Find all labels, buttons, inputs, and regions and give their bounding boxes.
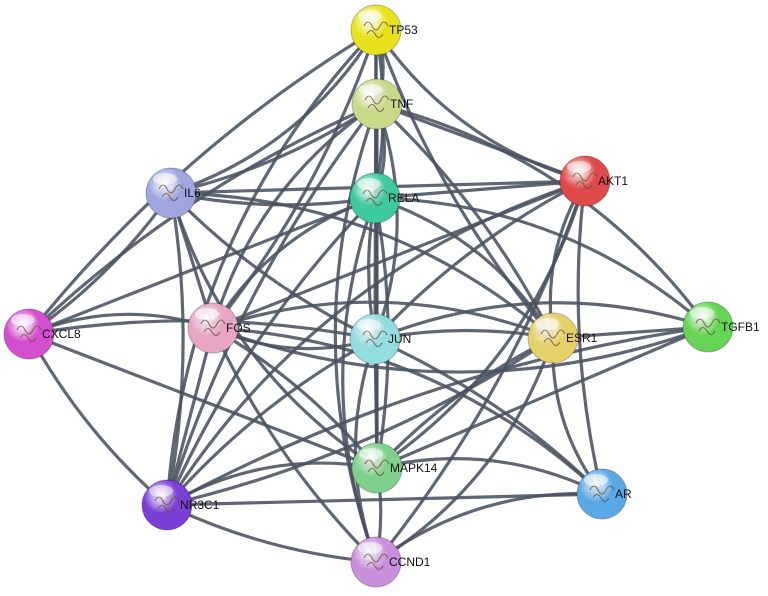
node-label: AKT1 bbox=[598, 174, 628, 188]
edge-il6-mapk14 bbox=[169, 191, 379, 470]
node-tnf[interactable]: TNF bbox=[351, 78, 413, 130]
node-highlight bbox=[535, 318, 559, 330]
node-highlight bbox=[359, 84, 383, 96]
edge-tp53-il6 bbox=[169, 28, 378, 195]
node-tgfb1[interactable]: TGFB1 bbox=[682, 301, 760, 353]
node-highlight bbox=[357, 319, 381, 331]
edge-tgfb1-mapk14 bbox=[375, 325, 710, 470]
node-highlight bbox=[11, 314, 35, 326]
node-ccnd1[interactable]: CCND1 bbox=[350, 536, 431, 588]
edge-rela-tgfb1 bbox=[373, 196, 710, 329]
node-nr3c1[interactable]: NR3C1 bbox=[141, 479, 220, 531]
edge-il6-esr1 bbox=[169, 191, 555, 340]
node-label: AR bbox=[615, 487, 632, 501]
edge-akt1-jun bbox=[373, 179, 587, 341]
edge-ar-ccnd1 bbox=[374, 491, 604, 564]
node-mapk14[interactable]: MAPK14 bbox=[351, 442, 438, 494]
node-akt1[interactable]: AKT1 bbox=[559, 155, 628, 207]
protein-structure-icon bbox=[362, 330, 388, 348]
protein-structure-icon bbox=[540, 329, 566, 347]
protein-structure-icon bbox=[589, 485, 615, 503]
protein-structure-icon bbox=[154, 496, 180, 514]
node-label: TP53 bbox=[389, 23, 418, 37]
edge-akt1-nr3c1 bbox=[165, 179, 587, 507]
node-highlight bbox=[359, 448, 383, 460]
node-label: ESR1 bbox=[566, 331, 598, 345]
node-label: TNF bbox=[390, 97, 413, 111]
edge-nr3c1-ccnd1 bbox=[165, 503, 378, 564]
node-esr1[interactable]: ESR1 bbox=[527, 312, 598, 364]
edge-fos-tgfb1 bbox=[211, 325, 710, 374]
node-label: CXCL8 bbox=[42, 327, 81, 341]
edge-tnf-nr3c1 bbox=[165, 102, 379, 507]
edge-tnf-il6 bbox=[169, 102, 379, 195]
node-highlight bbox=[357, 178, 381, 190]
edge-tp53-cxcl8 bbox=[27, 28, 378, 336]
node-highlight bbox=[195, 308, 219, 320]
edge-akt1-ccnd1 bbox=[374, 179, 587, 564]
edge-tnf-fos bbox=[211, 102, 379, 330]
protein-structure-icon bbox=[572, 172, 598, 190]
node-label: TGFB1 bbox=[721, 320, 760, 334]
edge-tgfb1-nr3c1 bbox=[165, 325, 710, 507]
node-highlight bbox=[358, 542, 382, 554]
edge-il6-nr3c1 bbox=[165, 191, 185, 507]
edge-tp53-nr3c1 bbox=[165, 28, 378, 507]
protein-structure-icon bbox=[158, 184, 184, 202]
edge-tnf-jun bbox=[373, 102, 399, 341]
edge-jun-nr3c1 bbox=[165, 337, 377, 507]
node-label: JUN bbox=[388, 332, 411, 346]
edge-cxcl8-mapk14 bbox=[27, 332, 379, 470]
node-label: FOS bbox=[226, 321, 251, 335]
protein-structure-icon bbox=[364, 459, 390, 477]
edge-fos-ccnd1 bbox=[211, 326, 378, 564]
edge-mapk14-ar bbox=[375, 457, 604, 496]
node-highlight bbox=[153, 173, 177, 185]
edge-akt1-fos bbox=[211, 179, 587, 330]
node-label: CCND1 bbox=[389, 555, 431, 569]
edges-layer bbox=[27, 28, 710, 564]
protein-structure-icon bbox=[695, 318, 721, 336]
node-tp53[interactable]: TP53 bbox=[350, 4, 418, 56]
edge-fos-esr1 bbox=[211, 300, 555, 340]
edge-jun-ccnd1 bbox=[353, 337, 378, 564]
edge-cxcl8-nr3c1 bbox=[27, 332, 169, 507]
node-il6[interactable]: IL6 bbox=[145, 167, 201, 219]
node-highlight bbox=[567, 161, 591, 173]
node-highlight bbox=[690, 307, 714, 319]
node-label: NR3C1 bbox=[180, 498, 220, 512]
node-label: MAPK14 bbox=[390, 461, 438, 475]
edge-jun-ar bbox=[373, 337, 604, 496]
protein-structure-icon bbox=[16, 325, 42, 343]
node-highlight bbox=[358, 10, 382, 22]
edge-tp53-fos bbox=[211, 28, 378, 330]
protein-structure-icon bbox=[363, 553, 389, 571]
protein-structure-icon bbox=[362, 189, 388, 207]
node-cxcl8[interactable]: CXCL8 bbox=[3, 308, 81, 360]
node-ar[interactable]: AR bbox=[576, 468, 632, 520]
edge-rela-il6 bbox=[169, 191, 377, 207]
node-highlight bbox=[584, 474, 608, 486]
edge-il6-jun bbox=[169, 191, 377, 341]
protein-structure-icon bbox=[363, 21, 389, 39]
edge-akt1-ar bbox=[576, 179, 604, 496]
node-label: RELA bbox=[388, 191, 419, 205]
edge-mapk14-nr3c1 bbox=[165, 461, 379, 507]
edge-fos-mapk14 bbox=[211, 326, 379, 470]
edge-fos-ar bbox=[211, 326, 604, 496]
protein-structure-icon bbox=[364, 95, 390, 113]
node-rela[interactable]: RELA bbox=[349, 172, 419, 224]
node-highlight bbox=[149, 485, 173, 497]
edge-jun-tgfb1 bbox=[373, 301, 710, 341]
edge-tnf-akt1 bbox=[375, 102, 587, 183]
node-jun[interactable]: JUN bbox=[349, 313, 411, 365]
node-fos[interactable]: FOS bbox=[187, 302, 251, 354]
node-label: IL6 bbox=[184, 186, 201, 200]
protein-structure-icon bbox=[200, 319, 226, 337]
edge-rela-esr1 bbox=[373, 196, 555, 340]
